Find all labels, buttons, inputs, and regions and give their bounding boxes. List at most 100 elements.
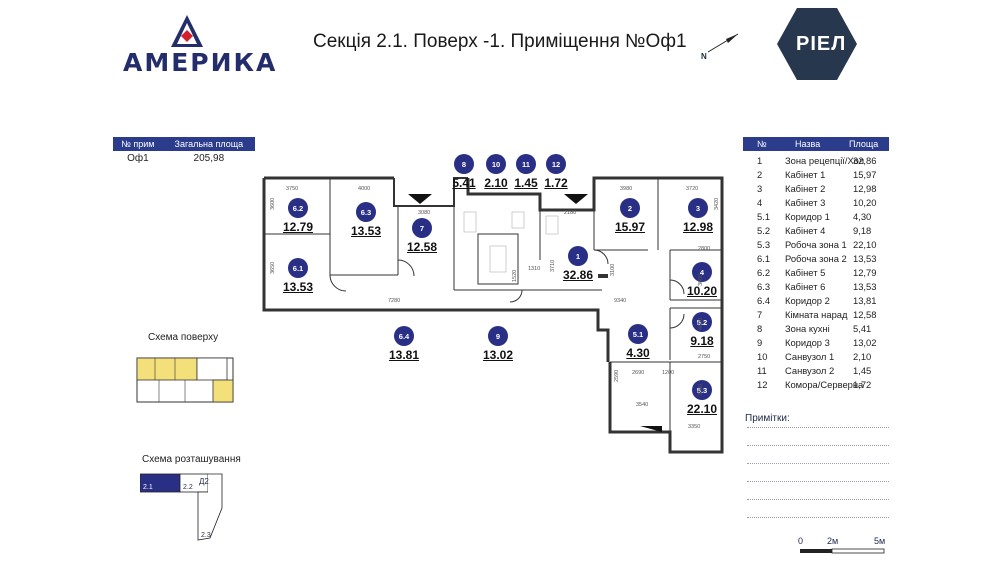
- room-badge-6.4: 6.4: [394, 326, 414, 346]
- room-area: 15,97: [853, 169, 877, 180]
- room-area: 12,58: [853, 309, 877, 320]
- room-number: 7: [757, 309, 763, 320]
- scale-bar: [800, 548, 885, 554]
- room-area-label: 1.72: [544, 176, 568, 190]
- dimension-label: 4600: [698, 317, 704, 330]
- room-number: 5.3: [757, 239, 771, 250]
- scale-label-0: 0: [798, 536, 804, 546]
- room-badge-5.1: 5.1: [628, 324, 648, 344]
- dimension-label: 2800: [698, 246, 711, 252]
- summary-header-area: Загальна площа: [162, 137, 255, 151]
- room-badge-1: 1: [568, 246, 588, 266]
- room-badge-5.3: 5.3: [692, 380, 712, 400]
- room-area-label: 13.53: [350, 224, 382, 238]
- location-section-d2: Д2: [199, 477, 209, 486]
- room-area: 1,72: [853, 379, 872, 390]
- notes-line: [747, 427, 889, 428]
- page-title: Секція 2.1. Поверх -1. Приміщення №Оф1: [313, 31, 687, 52]
- room-name: Кабінет 6: [785, 281, 826, 292]
- room-area-label: 15.97: [614, 220, 646, 234]
- summary-table: № прим Загальна площа Оф1 205,98: [113, 137, 255, 166]
- room-number: 4: [757, 197, 763, 208]
- rooms-header-area: Площа: [849, 139, 879, 149]
- riel-logo-icon: [777, 8, 857, 80]
- notes-line: [747, 517, 889, 518]
- room-name: Кабінет 4: [785, 225, 826, 236]
- rooms-table-header: № Назва Площа: [743, 137, 889, 151]
- room-area-label: 13.02: [482, 348, 514, 362]
- room-area-label: 13.81: [388, 348, 420, 362]
- dimension-label: 9340: [614, 298, 627, 304]
- room-badge-6.1: 6.1: [288, 258, 308, 278]
- room-badge-9: 9: [488, 326, 508, 346]
- room-area: 5,41: [853, 323, 872, 334]
- room-name: Робоча зона 2: [785, 253, 847, 264]
- room-area-label: 4.30: [626, 346, 650, 360]
- room-badge-8: 8: [454, 154, 474, 174]
- room-name: Коридор 2: [785, 295, 830, 306]
- location-section-2-2: 2.2: [183, 484, 193, 491]
- room-area: 13,02: [853, 337, 877, 348]
- room-number: 10: [757, 351, 768, 362]
- room-badge-2: 2: [620, 198, 640, 218]
- dimension-label: 3720: [686, 186, 699, 192]
- room-area-label: 12.98: [682, 220, 714, 234]
- dimension-label: 2750: [698, 354, 711, 360]
- notes-line: [747, 499, 889, 500]
- room-name: Зона рецепції/Хол: [785, 155, 865, 166]
- room-row: 6.4 Коридор 2 13,81: [745, 295, 885, 307]
- room-name: Робоча зона 1: [785, 239, 847, 250]
- room-row: 5.1 Коридор 1 4,30: [745, 211, 885, 223]
- dimension-label: 7280: [388, 298, 401, 304]
- room-area: 13,81: [853, 295, 877, 306]
- dimension-label: 3710: [550, 259, 556, 272]
- floor-scheme-label: Схема поверху: [148, 332, 219, 343]
- room-name: Коридор 1: [785, 211, 830, 222]
- room-area-label: 2.10: [484, 176, 508, 190]
- room-number: 2: [757, 169, 763, 180]
- room-area: 4,30: [853, 211, 872, 222]
- notes-label: Примітки:: [745, 413, 790, 424]
- dimension-label: 3600: [270, 197, 276, 210]
- notes-line: [747, 481, 889, 482]
- room-name: Кабінет 5: [785, 267, 826, 278]
- room-badge-12: 12: [546, 154, 566, 174]
- room-number: 6.4: [757, 295, 771, 306]
- room-number: 1: [757, 155, 763, 166]
- location-section-2-3: 2.3: [201, 532, 211, 539]
- room-number: 9: [757, 337, 763, 348]
- room-area-label: 12.58: [406, 240, 438, 254]
- room-area-label: 5.41: [452, 176, 476, 190]
- room-number: 5.2: [757, 225, 771, 236]
- summary-room-number: Оф1: [127, 153, 149, 164]
- room-number: 5.1: [757, 211, 771, 222]
- room-badge-7: 7: [412, 218, 432, 238]
- room-area-label: 9.18: [690, 334, 714, 348]
- dimension-label: 2180: [564, 210, 577, 216]
- room-area: 10,20: [853, 197, 877, 208]
- room-name: Кабінет 2: [785, 183, 826, 194]
- room-badge-3: 3: [688, 198, 708, 218]
- room-area: 2,10: [853, 351, 872, 362]
- dimension-label: 2690: [632, 370, 645, 376]
- room-badge-6.3: 6.3: [356, 202, 376, 222]
- room-area: 32,86: [853, 155, 877, 166]
- rooms-header-name: Назва: [795, 139, 821, 149]
- dimension-label: 3980: [620, 186, 633, 192]
- room-area-label: 10.20: [686, 284, 718, 298]
- room-name: Комора/Серверна: [785, 379, 864, 390]
